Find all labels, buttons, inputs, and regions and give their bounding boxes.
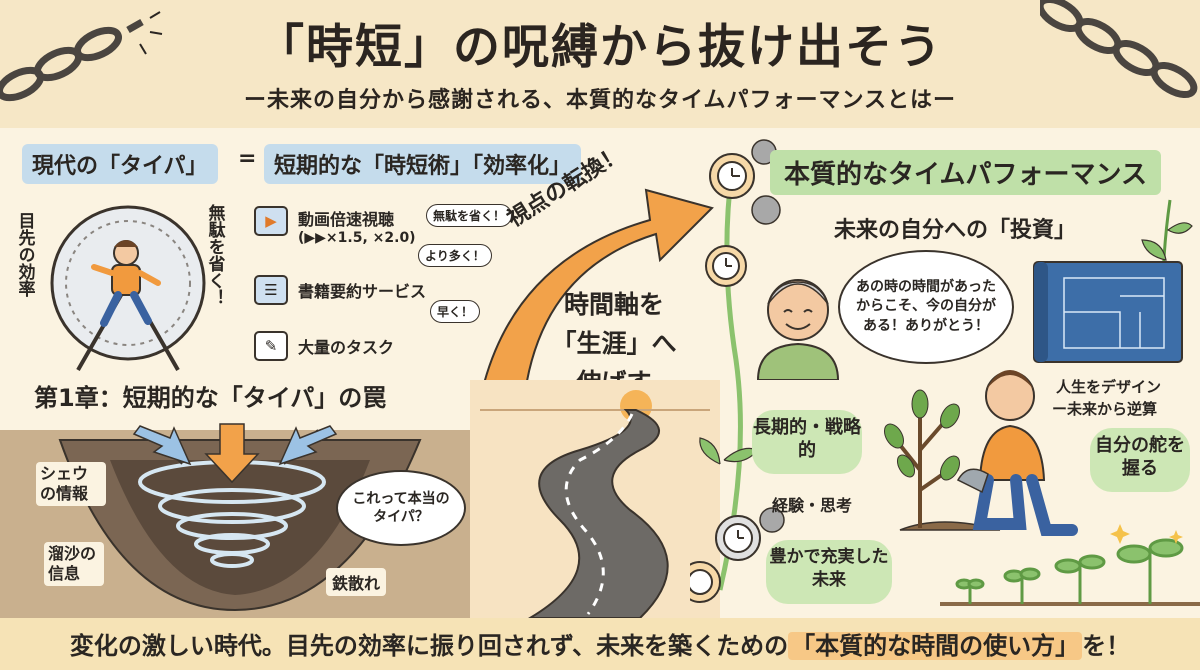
broken-chain-left-icon [0,11,163,102]
item-label: 大量のタスク [298,338,395,357]
long-term-pill: 長期的・戦略的 [752,410,862,474]
footer-highlight: 「本質的な時間の使い方」 [788,632,1083,660]
item-sub: (▶▶×1.5, ×2.0) [298,230,416,246]
bubble-more: より多く！ [418,244,492,267]
book-icon: ☰ [254,275,288,305]
footer-text-a: 変化の激しい時代。目先の効率に振り回されず、未来を築くための [69,632,789,660]
headline-modern-taipa: 現代の「タイパ」 [22,144,218,184]
pit-question-bubble: これって本当のタイパ？ [336,470,466,546]
blueprint-caption: 人生をデザイン [1056,378,1162,396]
bubble-no-waste: 無駄を省く！ [426,204,513,227]
footer-message: 変化の激しい時代。目先の効率に振り回されず、未来を築くための「本質的な時間の使い… [0,626,1200,661]
elder-avatar [756,279,840,380]
page-subtitle: ー未来の自分から感謝される、本質的なタイムパフォーマンスとはー [243,88,957,113]
tree-planting-illustration [884,370,1078,536]
list-item: ☰ 書籍要約サービス [254,262,514,318]
page-title: 「時短」の呪縛から抜け出そう [257,20,943,75]
rich-future-pill: 豊かで充実した未来 [766,540,892,604]
footer-text-b: を！ [1082,632,1131,660]
steer-pill: 自分の舵を握る [1090,428,1190,492]
road-illustration [470,380,720,618]
right-subtitle: 未来の自分への「投資」 [834,218,1077,243]
checklist-icon: ✎ [254,331,288,361]
bubble-faster: 早く！ [430,300,481,323]
sprouts-row-icon [940,524,1200,606]
taipa-item-list: ▶ 動画倍速視聴 (▶▶×1.5, ×2.0) ☰ 書籍要約サービス ✎ 大量の… [254,206,514,374]
whirlpool-pit-illustration [58,423,422,612]
elder-speech-bubble: あの時の時間があったからこそ、今の自分がある！ありがとう！ [838,250,1014,364]
blueprint-icon [1033,261,1183,363]
vertical-label: 目先の効率 [14,212,35,297]
timeline-headline: 時間軸を「生涯」へ伸ばす [551,290,677,397]
vertical-shout: 無駄を省く！ [204,204,225,306]
right-title: 本質的なタイムパフォーマンス [770,150,1161,195]
pit-label-3: 鉄散れ [326,568,387,596]
experience-label: 経験・思考 [772,496,853,515]
pit-label-2: 溜沙の信息 [44,542,104,586]
item-label: 動画倍速視聴 [298,210,395,229]
item-label: 書籍要約サービス [298,282,427,301]
curved-arrow-icon [478,188,714,401]
blueprint-subcaption: ー未来から逆算 [1052,400,1158,418]
list-item: ✎ 大量のタスク [254,318,514,374]
list-item: ▶ 動画倍速視聴 (▶▶×1.5, ×2.0) [254,206,514,262]
chain-right-icon [1040,0,1198,99]
header-band [0,0,1200,128]
chapter-heading: 第1章：短期的な「タイパ」の罠 [34,384,387,412]
video-play-icon: ▶ [254,206,288,236]
hamster-wheel-icon [50,205,206,371]
pit-label-1: シェウの情報 [36,462,106,506]
equals-sign: = [238,146,257,171]
headline-short-term: 短期的な「時短術」「効率化」 [264,144,582,184]
